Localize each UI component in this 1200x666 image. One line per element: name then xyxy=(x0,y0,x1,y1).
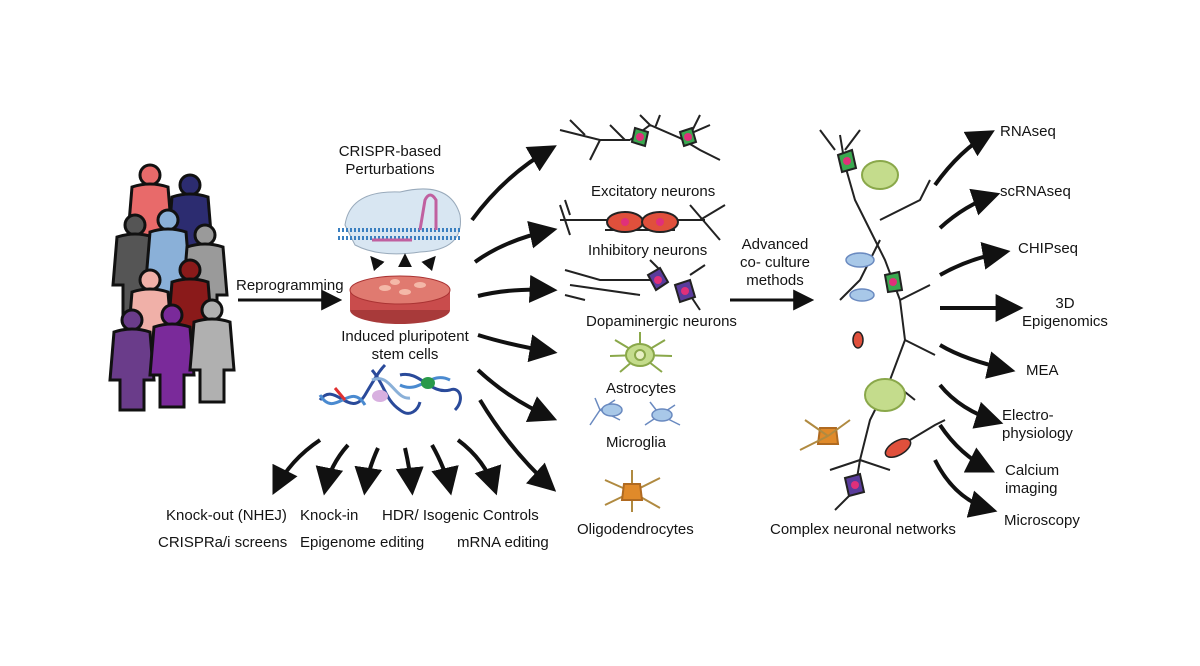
people-silhouettes xyxy=(108,163,236,412)
dna-helix-icon xyxy=(318,363,462,415)
ipsc-line2: stem cells xyxy=(371,346,439,363)
inhibitory-neurons-icon xyxy=(559,199,726,241)
readout-calcium: Calcium imaging xyxy=(1005,462,1059,498)
editing-label: HDR/ Isogenic Controls xyxy=(382,507,539,524)
readout-label: CHIPseq xyxy=(1018,240,1079,257)
oligodendrocyte-icon xyxy=(604,470,661,512)
cell-type-label: Excitatory neurons xyxy=(591,183,716,200)
readout-3d-line1: 3D xyxy=(1055,295,1075,312)
editing-label: mRNA editing xyxy=(457,534,549,551)
editing-arrows xyxy=(272,438,502,496)
readout-ephys-line1: Electro- xyxy=(1002,407,1054,424)
perturbations-label: CRISPR-based Perturbations xyxy=(330,143,450,179)
astrocyte-icon xyxy=(609,332,673,373)
ipsc-label: Induced pluripotent stem cells xyxy=(330,328,480,364)
crispr-complex-icon xyxy=(338,188,461,255)
person-silhouette xyxy=(188,298,236,404)
perturbations-line2: Perturbations xyxy=(345,161,435,178)
cell-type-label: Inhibitory neurons xyxy=(588,242,708,259)
cell-type-label: Microglia xyxy=(606,434,667,451)
readout-label: scRNAseq xyxy=(1000,183,1071,200)
readout-calcium-line2: imaging xyxy=(1005,480,1058,497)
person-silhouette xyxy=(108,308,156,412)
cell-type-arrows xyxy=(470,145,558,492)
dopaminergic-neurons-icon xyxy=(564,259,706,311)
perturbations-line1: CRISPR-based xyxy=(338,143,442,160)
cell-type-label: Dopaminergic neurons xyxy=(586,313,737,330)
coculture-line1: Advanced xyxy=(741,236,809,253)
petri-dish-icon xyxy=(349,275,451,324)
ipsc-line1: Induced pluripotent xyxy=(341,328,469,345)
readout-label-ephys: Electro- physiology xyxy=(1002,407,1092,443)
readout-label-3d: 3D Epigenomics xyxy=(1020,295,1110,331)
readout-ephys-line2: physiology xyxy=(1002,425,1073,442)
readout-calcium-line1: Calcium xyxy=(1005,462,1060,479)
coculture-line3: methods xyxy=(746,272,804,289)
network-label: Complex neuronal networks xyxy=(770,521,956,538)
coculture-line2: co- culture xyxy=(739,254,811,271)
coculture-label: Advanced co- culture methods xyxy=(730,236,820,290)
excitatory-neurons-icon xyxy=(559,114,721,161)
editing-label: Knock-in xyxy=(300,507,359,524)
reprogramming-label: Reprogramming xyxy=(236,277,344,294)
microglia-icon xyxy=(589,397,681,426)
neuronal-network-icon xyxy=(799,129,946,511)
readout-label: Microscopy xyxy=(1004,512,1080,529)
readout-arrows xyxy=(933,130,1024,518)
editing-label: Epigenome editing xyxy=(300,534,425,551)
editing-label: Knock-out (NHEJ) xyxy=(166,507,287,524)
readout-label: MEA xyxy=(1026,362,1059,379)
person-silhouette xyxy=(148,303,196,409)
readout-label: RNAseq xyxy=(1000,123,1056,140)
editing-label: CRISPRa/i screens xyxy=(158,534,288,551)
readout-3d-line2: Epigenomics xyxy=(1022,313,1108,330)
cell-type-label: Astrocytes xyxy=(606,380,677,397)
cell-type-label: Oligodendrocytes xyxy=(577,521,694,538)
